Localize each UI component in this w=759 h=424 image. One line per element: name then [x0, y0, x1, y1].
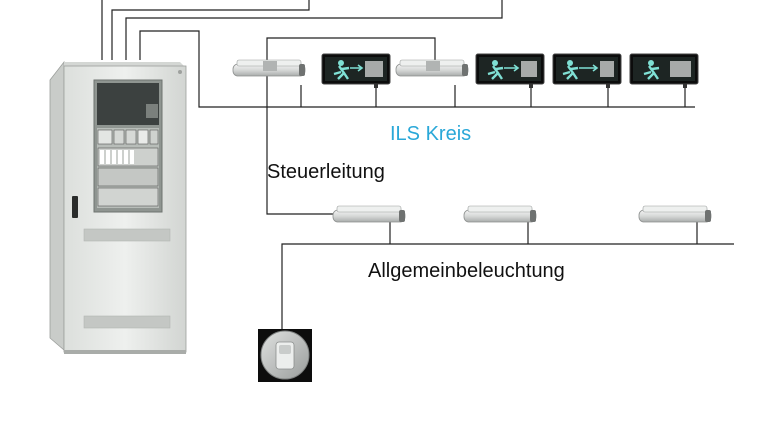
ils-exit-sign-1	[321, 53, 391, 88]
general-luminaire-3	[638, 205, 712, 223]
ils-exit-sign-4	[629, 53, 699, 88]
ils-luminaire-1	[232, 59, 306, 77]
wires	[101, 0, 734, 330]
general-luminaire-2	[463, 205, 537, 223]
light-switch-icon	[258, 329, 312, 382]
general-luminaire-1	[332, 205, 406, 223]
ils-circuit-label: ILS Kreis	[390, 123, 472, 145]
emergency-lighting-cabinet-icon	[49, 60, 187, 354]
feed-wire-3	[125, 0, 503, 60]
ils-luminaire-2	[395, 59, 469, 77]
control-line-label: Steuerleitung	[267, 161, 385, 183]
control-line-down	[266, 72, 336, 215]
control-line-wire	[266, 37, 436, 72]
ils-exit-sign-2	[475, 53, 545, 88]
feed-wire-2	[111, 0, 310, 60]
ils-feed-wire	[139, 30, 695, 108]
general-lighting-wire	[281, 243, 734, 330]
general-lighting-label: Allgemeinbeleuchtung	[368, 260, 565, 282]
ils-exit-sign-3	[552, 53, 622, 88]
